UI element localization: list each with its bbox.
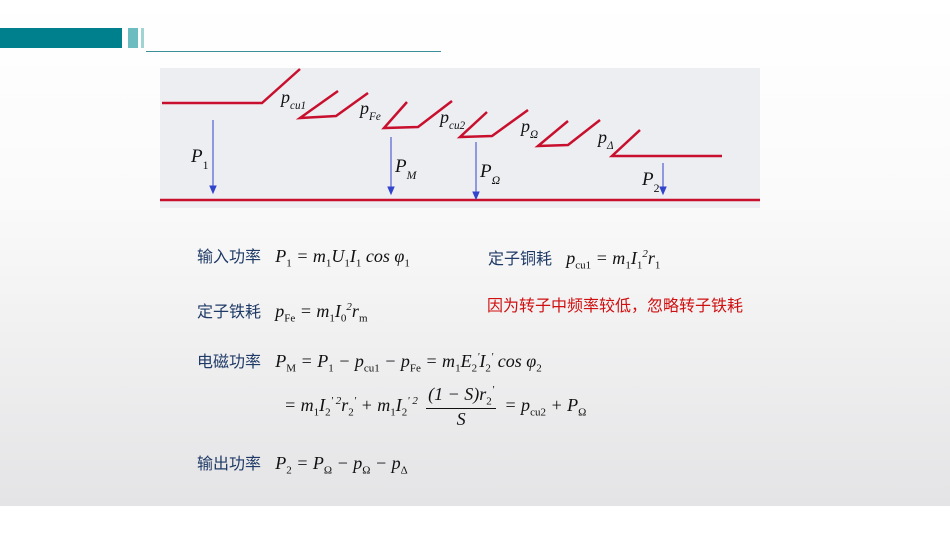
header-accent-bar-thin [141,28,144,48]
formula-expression: PM = P1 − pcu1 − pFe = m1E2'I2' cos φ2 [275,351,542,375]
formula-input-power: 输入功率 P1 = m1U1I1 cos φ1 [197,243,410,270]
arrowhead [387,186,395,196]
formula-label: 电磁功率 [197,352,262,371]
formula-label: 输入功率 [197,247,262,266]
arrowhead [209,185,217,195]
formula-stator-iron-loss: 定子铁耗 pFe = m1I02rm [197,298,368,325]
label-pcu2: pcu2 [438,107,466,132]
formula-label: 输出功率 [197,454,262,473]
label-pcu1: pcu1 [279,87,306,112]
label-pFe: pFe [358,98,381,123]
fraction-denominator: S [456,408,466,429]
formula-label: 定子铁耗 [197,302,262,321]
formula-electromagnetic-power: 电磁功率 PM = P1 − pcu1 − pFe = m1E2'I2' cos… [197,348,542,375]
input-power-line [162,68,301,105]
formula-expression-left: = m1I2' 2r2' + m1I2' 2 [284,394,418,419]
label-PM: PM [394,156,418,182]
formula-electromagnetic-power-line2: = m1I2' 2r2' + m1I2' 2 (1 − S)r2' S = pc… [284,384,586,430]
formula-expression: P1 = m1U1I1 cos φ1 [275,246,410,270]
header-accent-bar [0,28,122,48]
formula-stator-copper-loss: 定子铜耗 pcu1 = m1I12r1 [488,245,660,272]
formula-expression: P2 = PΩ − pΩ − pΔ [275,453,408,477]
arrowhead [659,186,667,196]
formula-output-power: 输出功率 P2 = PΩ − pΩ − pΔ [197,450,408,477]
label-P2: P2 [641,169,660,195]
power-flow-lines [160,68,760,202]
formula-label: 定子铜耗 [488,249,553,268]
label-P1: P1 [190,146,209,172]
formula-expression: pFe = m1I02rm [275,301,368,325]
fraction-numerator: (1 − S)r2' [426,384,497,409]
pfe-loss-branch [381,100,453,130]
fraction: (1 − S)r2' S [426,384,497,430]
pdelta-loss-branch [608,129,722,158]
arrowhead [472,191,480,201]
label-pDelta: pΔ [596,127,614,152]
formula-expression-right: = pcu2 + PΩ [504,394,587,419]
pomega-loss-branch [534,119,601,148]
label-POmega: PΩ [479,161,501,187]
pcu1-loss-branch [295,89,369,120]
header-accent-bar-light [128,28,138,48]
title-underline [146,51,441,52]
note-rotor-iron-loss: 因为转子中频率较低，忽略转子铁耗 [487,296,744,315]
formula-expression: pcu1 = m1I12r1 [566,248,661,272]
label-pOmega: pΩ [519,116,538,141]
power-arrows [209,120,667,201]
pcu2-loss-branch [456,108,529,139]
